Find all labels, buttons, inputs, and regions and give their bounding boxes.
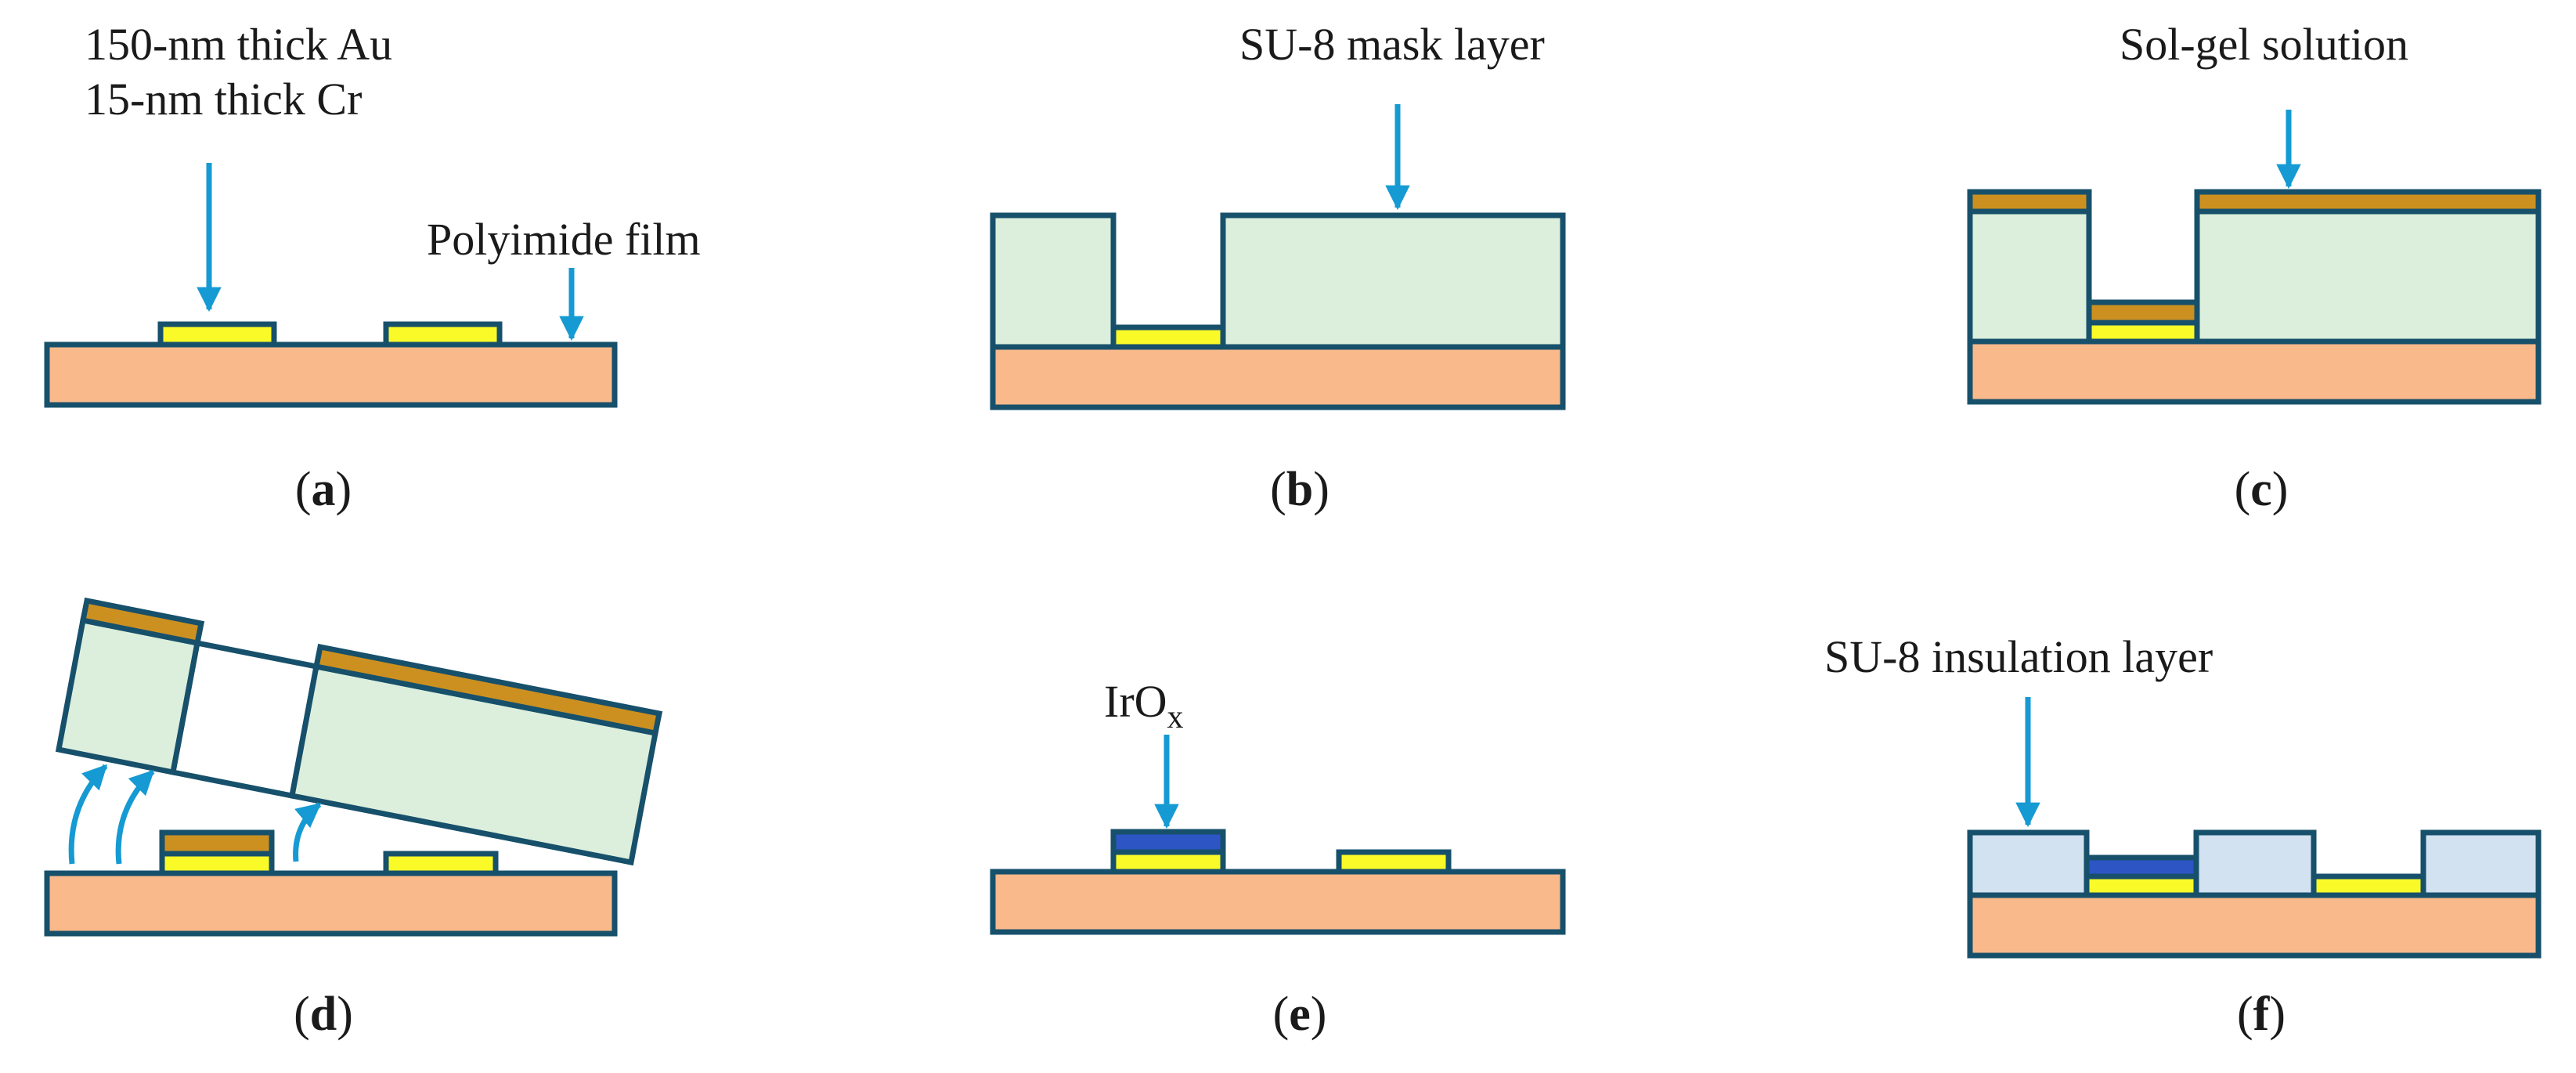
polyimide-substrate [1967,892,2542,959]
su8-mask-block [990,212,1117,350]
callout-subscript: x [1167,699,1184,735]
panel-label-e: (e) [1273,988,1327,1041]
polyimide-substrate [44,870,618,937]
panel-f: SU-8 insulation layer (f) [1824,631,2542,1041]
electrode-pad [1336,849,1452,875]
lift-off-arrow [68,764,108,865]
panel-c: Sol-gel solution (c) [1967,19,2542,516]
lift-off-arrow [115,769,155,865]
iridium-oxide-film [1110,829,1226,855]
polyimide-substrate [990,344,1566,410]
sol-gel-film [2086,299,2200,326]
substrate-callout: Polyimide film [427,214,701,265]
panel-letter: f [2253,988,2271,1041]
metal-callout-line1: 150-nm thick Au [85,19,392,70]
sol-gel-film [79,597,205,647]
iridium-oxide-film [2084,854,2199,880]
callout-base: IrO [1104,676,1167,727]
su8-insulation-block [1967,829,2090,898]
panel-letter: b [1286,463,1313,516]
polyimide-substrate [44,341,618,408]
panel-e: IrOx (e) [990,676,1566,1041]
panel-a: 150-nm thick Au 15-nm thick Cr Polyimide… [44,19,701,516]
lift-off-arrow [293,802,322,862]
solgel-callout: Sol-gel solution [2120,19,2408,70]
panel-letter: c [2250,463,2272,516]
su8-mask-block [1220,212,1566,350]
electrode-pad [383,851,499,876]
su8-mask-block [2194,208,2542,345]
electrode-pad [2311,873,2426,898]
su8-insulation-block [2420,829,2542,898]
polyimide-substrate [990,869,1566,935]
panel-letter: a [312,463,336,516]
electrode-pad [2086,320,2200,345]
sol-gel-film [312,643,663,737]
su8-mask-block [1967,208,2092,345]
sol-gel-film [2194,189,2542,215]
panel-d: (d) [44,597,663,1041]
panel-letter: d [310,988,337,1041]
electrode-pad [1110,324,1226,350]
electrode-pad [157,321,277,348]
electrode-pad [383,321,503,348]
panel-label-f: (f) [2237,988,2286,1041]
mask-callout: SU-8 mask layer [1239,19,1545,70]
panel-label-c: (c) [2235,463,2289,516]
polyimide-substrate [1967,338,2542,405]
sol-gel-film [159,829,275,857]
panel-letter: e [1289,988,1311,1041]
metal-callout-line2: 15-nm thick Cr [85,74,362,125]
sol-gel-film [1967,189,2092,215]
electrode-pad [1110,849,1226,875]
electrode-pad [159,851,275,876]
panel-label-d: (d) [294,988,353,1041]
iridium-oxide-callout: IrOx [1104,676,1184,735]
electrode-pad [2084,873,2199,898]
su8-insulation-block [2193,829,2317,898]
panel-label-a: (a) [295,463,352,516]
panel-label-b: (b) [1270,463,1329,516]
peeled-su8-mask [55,597,663,866]
panel-b: SU-8 mask layer (b) [990,19,1566,516]
insulation-callout: SU-8 insulation layer [1824,631,2213,682]
